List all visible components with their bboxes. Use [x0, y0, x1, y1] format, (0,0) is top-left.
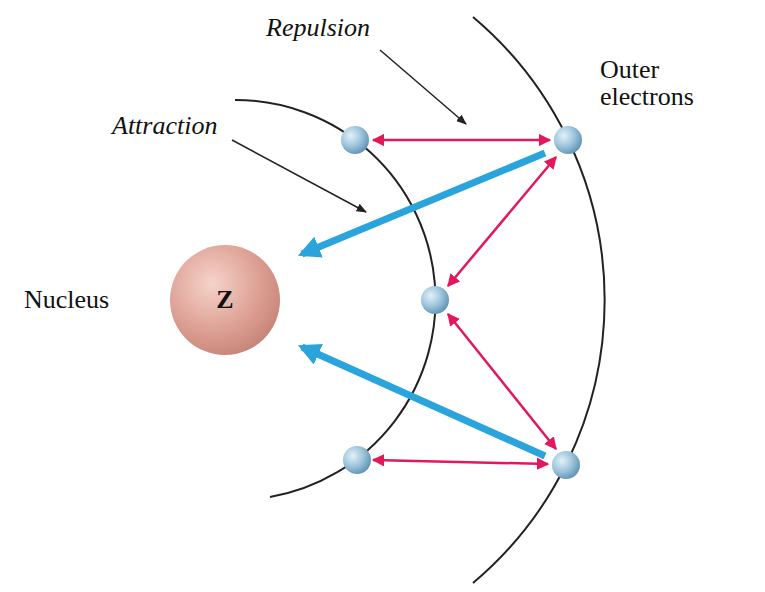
- repulsion-label: Repulsion: [266, 14, 370, 41]
- inner-electron: [343, 446, 371, 474]
- attraction-label: Attraction: [112, 112, 217, 139]
- repulsion-arrow: [448, 157, 556, 286]
- nucleus-label: Nucleus: [24, 286, 109, 313]
- attraction-arrow: [302, 347, 545, 456]
- repulsion-arrow: [373, 460, 548, 464]
- nucleus-circle: Z: [170, 245, 280, 355]
- inner-electron: [421, 286, 449, 314]
- inner-electron: [341, 126, 369, 154]
- outer-shell: [473, 17, 605, 583]
- repulsion-arrow: [448, 314, 556, 449]
- repulsion-arrow: [373, 139, 550, 142]
- nucleus-charge: Z: [216, 285, 233, 315]
- outer-electron: [554, 126, 582, 154]
- leader-line: [232, 140, 366, 212]
- outer-electron: [552, 451, 580, 479]
- leader-line: [380, 50, 466, 124]
- attraction-arrow: [302, 153, 545, 254]
- outer-electrons-label: Outer electrons: [600, 56, 735, 111]
